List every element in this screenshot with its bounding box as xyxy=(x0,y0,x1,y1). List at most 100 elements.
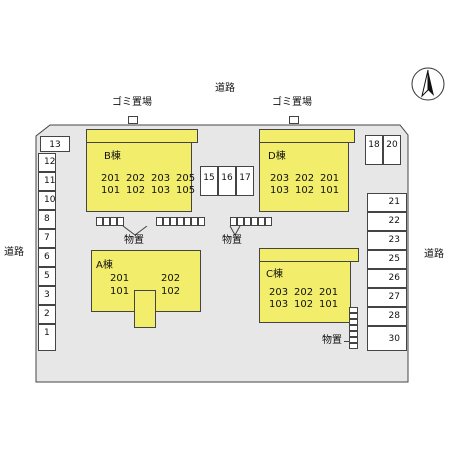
parking-left-6: 6 xyxy=(38,248,56,267)
building-c-room-202: 202 xyxy=(294,287,314,298)
building-c-shadow xyxy=(259,248,359,262)
garbage-box-1 xyxy=(128,116,138,124)
storage-cell xyxy=(258,217,265,226)
storage-cell xyxy=(170,217,177,226)
storage-pointer-b xyxy=(122,226,148,236)
storage-cell xyxy=(349,337,358,343)
storage-cell xyxy=(237,217,244,226)
parking-top-right-18: 18 xyxy=(365,135,383,165)
parking-center-17: 17 xyxy=(236,166,254,196)
building-b xyxy=(86,142,192,212)
storage-cell xyxy=(349,343,358,349)
storage-label-d: 物置 xyxy=(222,235,242,246)
building-c-room-201: 201 xyxy=(319,287,339,298)
parking-left-11: 11 xyxy=(38,172,56,191)
storage-cell xyxy=(349,319,358,325)
parking-left-10: 10 xyxy=(38,191,56,210)
parking-right-21: 21 xyxy=(367,193,407,212)
building-b-room-102: 102 xyxy=(126,185,146,196)
storage-cell xyxy=(156,217,163,226)
parking-left-1: 1 xyxy=(38,324,56,351)
parking-left-2: 2 xyxy=(38,305,56,324)
road-label-top: 道路 xyxy=(215,83,235,94)
building-a-annex xyxy=(134,290,156,328)
storage-pointer-d xyxy=(229,226,241,236)
storage-cell xyxy=(265,217,272,226)
building-b-room-202: 202 xyxy=(126,173,146,184)
building-a-name: A棟 xyxy=(96,260,113,271)
storage-cell xyxy=(251,217,258,226)
garbage-box-2 xyxy=(289,116,299,124)
building-c-room-101: 101 xyxy=(319,299,339,310)
storage-pointer-c xyxy=(344,341,350,342)
storage-column-c xyxy=(349,307,358,352)
parking-right-30: 30 xyxy=(367,326,407,351)
parking-right-27: 27 xyxy=(367,288,407,307)
building-c xyxy=(259,261,351,323)
building-a-room-101: 101 xyxy=(110,286,130,297)
storage-cell xyxy=(103,217,110,226)
parking-left-13: 13 xyxy=(40,136,70,152)
building-b-room-203: 203 xyxy=(151,173,171,184)
building-b-room-101: 101 xyxy=(101,185,121,196)
storage-cell xyxy=(191,217,198,226)
building-d-name: D棟 xyxy=(268,151,286,162)
parking-right-26: 26 xyxy=(367,269,407,288)
storage-label-c: 物置 xyxy=(322,335,342,346)
parking-left-3: 3 xyxy=(38,286,56,305)
storage-cell xyxy=(230,217,237,226)
building-d-room-202: 202 xyxy=(295,173,315,184)
parking-left-12: 12 xyxy=(38,153,56,172)
building-c-room-102: 102 xyxy=(294,299,314,310)
parking-right-25: 25 xyxy=(367,250,407,269)
storage-cell xyxy=(349,313,358,319)
storage-cell xyxy=(349,331,358,337)
storage-cell xyxy=(244,217,251,226)
storage-cell xyxy=(349,307,358,313)
parking-left-8: 8 xyxy=(38,210,56,229)
parking-center-16: 16 xyxy=(218,166,236,196)
building-b-room-201: 201 xyxy=(101,173,121,184)
garbage-label-1: ゴミ置場 xyxy=(112,97,152,108)
storage-row-b xyxy=(96,217,206,226)
building-a-room-202: 202 xyxy=(161,273,181,284)
garbage-label-2: ゴミ置場 xyxy=(272,97,312,108)
storage-cell xyxy=(110,217,117,226)
building-a-room-102: 102 xyxy=(161,286,181,297)
building-d-room-102: 102 xyxy=(295,185,315,196)
building-d-shadow xyxy=(259,129,355,143)
building-d-room-201: 201 xyxy=(320,173,340,184)
building-b-room-103: 103 xyxy=(151,185,171,196)
storage-cell xyxy=(96,217,103,226)
parking-right-28: 28 xyxy=(367,307,407,326)
building-b-name: B棟 xyxy=(104,151,121,162)
building-d-room-203: 203 xyxy=(270,173,290,184)
storage-cell xyxy=(163,217,170,226)
road-label-left: 道路 xyxy=(4,247,24,258)
parking-right-22: 22 xyxy=(367,212,407,231)
road-label-right: 道路 xyxy=(424,249,444,260)
storage-cell xyxy=(117,217,124,226)
building-c-name: C棟 xyxy=(266,269,283,280)
storage-cell xyxy=(349,325,358,331)
parking-left-7: 7 xyxy=(38,229,56,248)
building-d xyxy=(259,142,349,212)
parking-top-right-20: 20 xyxy=(383,135,401,165)
storage-cell xyxy=(177,217,184,226)
parking-center-15: 15 xyxy=(200,166,218,196)
building-b-shadow xyxy=(86,129,198,143)
building-c-room-103: 103 xyxy=(269,299,289,310)
storage-cell xyxy=(198,217,205,226)
building-d-room-103: 103 xyxy=(270,185,290,196)
parking-right-23: 23 xyxy=(367,231,407,250)
storage-cell xyxy=(184,217,191,226)
north-arrow-icon xyxy=(411,67,445,101)
storage-label-b: 物置 xyxy=(124,235,144,246)
building-b-room-205: 205 xyxy=(176,173,196,184)
building-a-room-201: 201 xyxy=(110,273,130,284)
storage-row-d xyxy=(230,217,272,226)
parking-left-5: 5 xyxy=(38,267,56,286)
building-c-room-203: 203 xyxy=(269,287,289,298)
building-b-room-105: 105 xyxy=(176,185,196,196)
building-d-room-101: 101 xyxy=(320,185,340,196)
